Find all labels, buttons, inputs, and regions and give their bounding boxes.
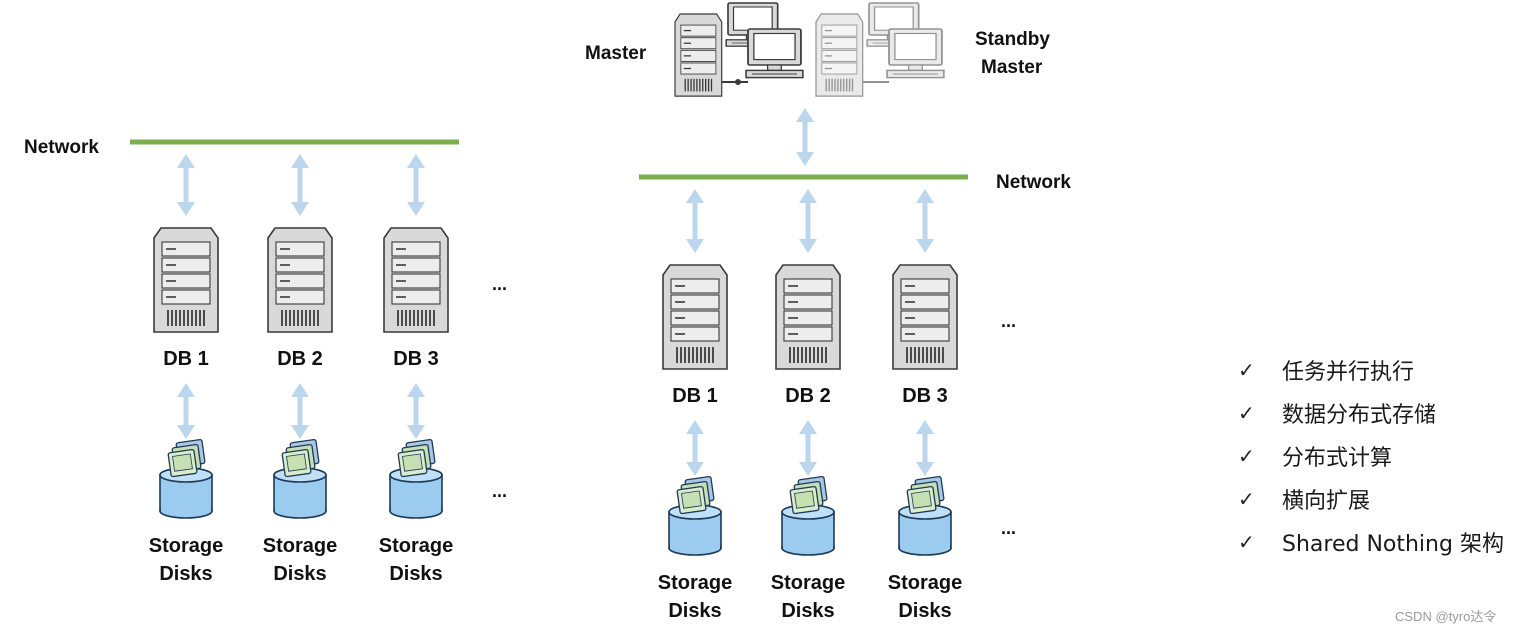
feature-text: 任务并行执行 — [1282, 359, 1415, 385]
right-ellipsis-storage: ... — [1001, 518, 1016, 538]
left-storage-arrow-2 — [291, 383, 309, 439]
left-ellipsis-storage: ... — [492, 481, 507, 501]
db-server-icon — [662, 264, 728, 370]
right-connection-arrows — [686, 108, 934, 476]
storage-label-line2: Disks — [898, 600, 951, 622]
db-server-icon — [153, 227, 219, 333]
db-server-icon — [892, 264, 958, 370]
feature-text: Shared Nothing 架构 — [1282, 531, 1504, 557]
feature-item: ✓ 数据分布式存储 — [1238, 391, 1504, 434]
watermark: CSDN @tyro达令 — [1395, 609, 1497, 624]
db-label: DB 2 — [785, 385, 831, 407]
right-ellipsis-db: ... — [1001, 311, 1016, 331]
storage-label-line1: Storage — [658, 572, 732, 594]
storage-label-line2: Disks — [668, 600, 721, 622]
storage-label-line1: Storage — [149, 535, 223, 557]
feature-text: 横向扩展 — [1282, 488, 1371, 514]
feature-item: ✓ 横向扩展 — [1238, 477, 1504, 520]
checkmark-icon: ✓ — [1238, 400, 1255, 425]
feature-text: 分布式计算 — [1282, 445, 1393, 471]
left-network-arrow-1 — [177, 154, 195, 216]
checkmark-icon: ✓ — [1238, 357, 1255, 382]
left-network-label: Network — [24, 137, 99, 158]
storage-label-line2: Disks — [159, 563, 212, 585]
feature-item: ✓ 分布式计算 — [1238, 434, 1504, 477]
right-network-arrow-3 — [916, 189, 934, 253]
storage-disk-icon — [668, 475, 722, 556]
right-network-arrow-1 — [686, 189, 704, 253]
feature-text: 数据分布式存储 — [1282, 402, 1437, 428]
master-label: Master — [585, 43, 647, 64]
right-storage-arrow-2 — [799, 420, 817, 476]
left-connection-arrows — [177, 154, 425, 439]
storage-label-line1: Storage — [888, 572, 962, 594]
left-ellipsis-db: ... — [492, 274, 507, 294]
feature-item: ✓ 任务并行执行 — [1238, 348, 1504, 391]
checkmark-icon: ✓ — [1238, 486, 1255, 511]
left-storage-arrow-3 — [407, 383, 425, 439]
storage-label-line2: Disks — [389, 563, 442, 585]
db-label: DB 2 — [277, 348, 323, 370]
left-network-arrow-3 — [407, 154, 425, 216]
storage-disk-icon — [159, 438, 213, 519]
feature-item: ✓ Shared Nothing 架构 — [1238, 520, 1504, 563]
storage-disk-icon — [389, 438, 443, 519]
db-label: DB 1 — [163, 348, 209, 370]
db-server-icon — [383, 227, 449, 333]
checkmark-icon: ✓ — [1238, 529, 1255, 554]
storage-disk-icon — [273, 438, 327, 519]
right-storage-arrow-3 — [916, 420, 934, 476]
left-storage-arrow-1 — [177, 383, 195, 439]
right-network-arrow-2 — [799, 189, 817, 253]
standby-label-line2: Master — [981, 57, 1043, 78]
db-server-icon — [267, 227, 333, 333]
master-network-arrow — [796, 108, 814, 166]
db-label: DB 3 — [902, 385, 948, 407]
storage-label-line2: Disks — [273, 563, 326, 585]
left-network-arrow-2 — [291, 154, 309, 216]
storage-label-line1: Storage — [379, 535, 453, 557]
db-server-icon — [775, 264, 841, 370]
db-label: DB 3 — [393, 348, 439, 370]
checkmark-icon: ✓ — [1238, 443, 1255, 468]
storage-label-line1: Storage — [771, 572, 845, 594]
storage-label-line2: Disks — [781, 600, 834, 622]
right-network-label: Network — [996, 172, 1071, 193]
storage-disk-icon — [898, 475, 952, 556]
master-server-icon — [674, 2, 804, 97]
feature-list: ✓ 任务并行执行 ✓ 数据分布式存储 ✓ 分布式计算 ✓ 横向扩展 ✓ Shared Nothin… — [1238, 348, 1504, 563]
standby-master-server-icon — [815, 2, 945, 97]
standby-label-line1: Standby — [975, 29, 1050, 50]
storage-label-line1: Storage — [263, 535, 337, 557]
db-label: DB 1 — [672, 385, 718, 407]
storage-disk-icon — [781, 475, 835, 556]
right-storage-arrow-1 — [686, 420, 704, 476]
